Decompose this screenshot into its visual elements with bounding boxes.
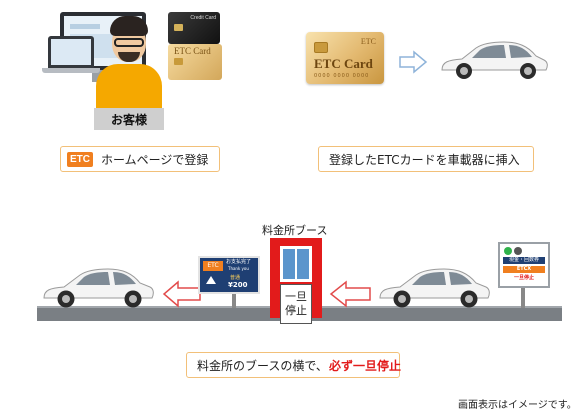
stop-caption-prefix: 料金所のブースの横で、 [197, 359, 328, 373]
payment-display: ETC お支払完了 Thank you 普通 ¥200 [198, 256, 260, 294]
payment-display-line1: お支払完了 [226, 259, 252, 265]
glasses-icon [114, 38, 144, 47]
etc-card-icon: ETC ETC Card 0000 0000 0000 [306, 32, 384, 84]
register-caption: ホームページで登録 [101, 153, 209, 167]
customer-beard [118, 52, 140, 62]
exit-arrow-icon [162, 280, 201, 308]
car-top-icon [441, 41, 548, 79]
stop-sign-line2: 停止 [285, 304, 307, 317]
booth-label: 料金所ブース [262, 224, 328, 237]
etc-card-small-icon: ETC Card [168, 44, 222, 80]
toll-booth-window [283, 249, 309, 279]
signal-row-cash: 現金・回数券 [503, 257, 545, 264]
signal-row-stop: 一旦停止 [513, 275, 534, 281]
stop-sign-line1: 一旦 [285, 290, 307, 303]
etc-logo: ETC [67, 152, 93, 167]
stop-sign: 一旦 停止 [280, 284, 312, 324]
footnote: 画面表示はイメージです。 [458, 400, 577, 411]
customer-band [94, 108, 164, 130]
laptop-base [42, 68, 100, 73]
credit-card-icon: Credit Card [168, 12, 220, 44]
off-light-icon [514, 247, 522, 255]
signal-row-etc: ETCX [503, 266, 545, 273]
etc-card-brand: ETC [360, 37, 376, 46]
customer-label: お客様 [110, 113, 147, 127]
etc-card-label: ETC Card [314, 56, 373, 71]
etc-card-small-label: ETC Card [174, 46, 211, 56]
credit-card-brand: Credit Card [190, 15, 216, 21]
stop-caption-emphasis: 必ず一旦停止 [329, 359, 402, 373]
register-caption-box: ETC ホームページで登録 [60, 146, 220, 172]
etc-card-number: 0000 0000 0000 [314, 73, 370, 79]
car-right-icon [379, 268, 490, 308]
payment-display-amount: ¥200 [228, 281, 248, 289]
outline-arrow-right-icon [399, 50, 428, 74]
laptop [48, 36, 94, 68]
green-light-icon [504, 247, 512, 255]
payment-display-line2: Thank you [228, 266, 249, 271]
insert-caption-box: 登録したETCカードを車載器に挿入 [318, 146, 534, 172]
stop-caption-box: 料金所のブースの横で、 必ず一旦停止 [186, 352, 402, 378]
insert-caption: 登録したETCカードを車載器に挿入 [329, 153, 520, 167]
approach-arrow-icon [329, 280, 371, 308]
entrance-signal: 現金・回数券 ETCX 一旦停止 [498, 242, 550, 288]
signal-post [521, 286, 525, 308]
customer-body [96, 64, 162, 108]
car-left-icon [43, 268, 154, 308]
customer-hair [110, 16, 148, 36]
payment-display-line3: 普通 [230, 275, 241, 281]
payment-display-etc: ETC [203, 261, 223, 271]
payment-display-post [232, 292, 236, 308]
up-arrow-icon [206, 276, 216, 284]
